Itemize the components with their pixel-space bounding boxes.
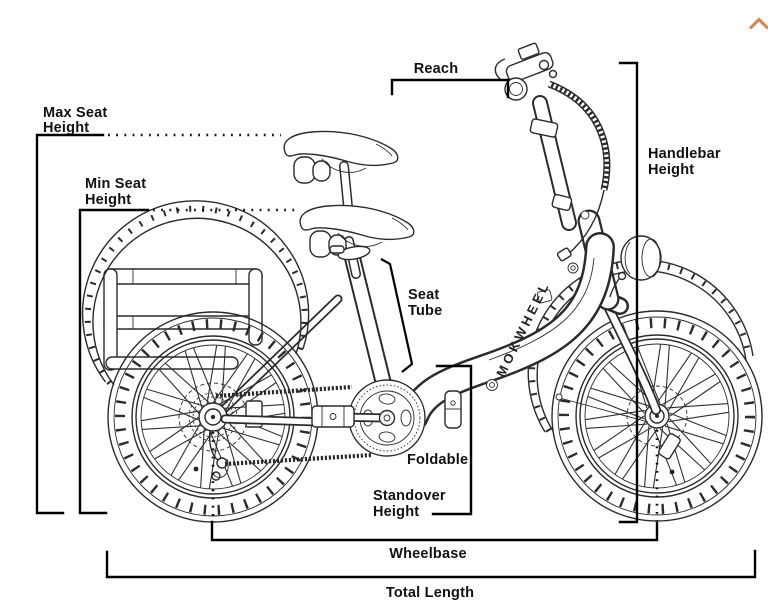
chevron-up-icon[interactable]: [749, 17, 768, 30]
front-brake-caliper: [657, 433, 681, 460]
max-seat-height-label-line2: Height: [43, 120, 89, 136]
front-wheel: [551, 310, 763, 522]
seat-tube-label-line2: Tube: [408, 303, 442, 319]
max-seat-height-label-line1: Max Seat: [43, 105, 107, 121]
stem-hinge-clamp: [529, 118, 559, 138]
headlight: [609, 235, 662, 298]
min-seat-height-label-line1: Min Seat: [85, 176, 146, 192]
frame-latch: [551, 193, 573, 212]
rear-spokes: [141, 345, 285, 489]
standover-height-label-line1: Standover: [373, 488, 446, 504]
foldable-label: Foldable: [407, 452, 468, 468]
wheelbase-label: Wheelbase: [389, 546, 467, 562]
rear-tire-tread: [115, 319, 311, 515]
pedal: [311, 405, 355, 428]
brake-lever: [494, 58, 506, 81]
handlebar-height-annotation: Handlebar Height: [618, 61, 721, 524]
rear-fender: [81, 200, 310, 386]
handlebar: [505, 51, 554, 83]
fender-stay: [559, 397, 649, 423]
stem: [529, 95, 577, 231]
handlebar-cluster: [494, 42, 558, 101]
total-length-annotation: Total Length: [105, 549, 757, 601]
battery-seam: [488, 257, 595, 361]
front-valve: [669, 469, 675, 475]
grip: [504, 77, 528, 101]
min-seat-height-label-line2: Height: [85, 192, 131, 208]
handlebar-height-label-line2: Height: [648, 162, 694, 178]
dimension-annotations: Reach Max Seat Height Min Seat Height Ha…: [35, 61, 757, 601]
front-tire-tread: [559, 318, 755, 514]
seatpost-clamp: [329, 245, 371, 261]
min-seat-height-annotation: Min Seat Height: [78, 176, 297, 515]
drivetrain: [311, 379, 426, 457]
reach-annotation: Reach: [390, 61, 510, 99]
display: [517, 42, 540, 60]
fold-latch: [444, 390, 462, 429]
chain: [215, 384, 373, 467]
total-length-label: Total Length: [386, 585, 474, 601]
front-fork: [584, 286, 661, 415]
foldable-annotation: Foldable: [407, 452, 468, 468]
wheelbase-annotation: Wheelbase: [210, 430, 659, 562]
handlebar-height-label-line1: Handlebar: [648, 146, 721, 162]
reach-label: Reach: [414, 61, 459, 77]
max-seat-height-annotation: Max Seat Height: [35, 105, 281, 515]
seat-tube-annotation: Seat Tube: [380, 258, 442, 373]
seat-stay-tube: [215, 294, 343, 418]
saddle-min-position: [299, 204, 415, 279]
seat-tube-label-line1: Seat: [408, 287, 439, 303]
trike-line-art: MOKWHEEL: [81, 42, 763, 523]
brand-logo-ring: [486, 379, 498, 391]
standover-height-annotation: Standover Height: [373, 364, 473, 520]
brake-cable: [547, 80, 611, 262]
rear-valve: [193, 466, 199, 472]
standover-height-label-line2: Height: [373, 504, 419, 520]
saddle-max-position: [283, 130, 399, 212]
